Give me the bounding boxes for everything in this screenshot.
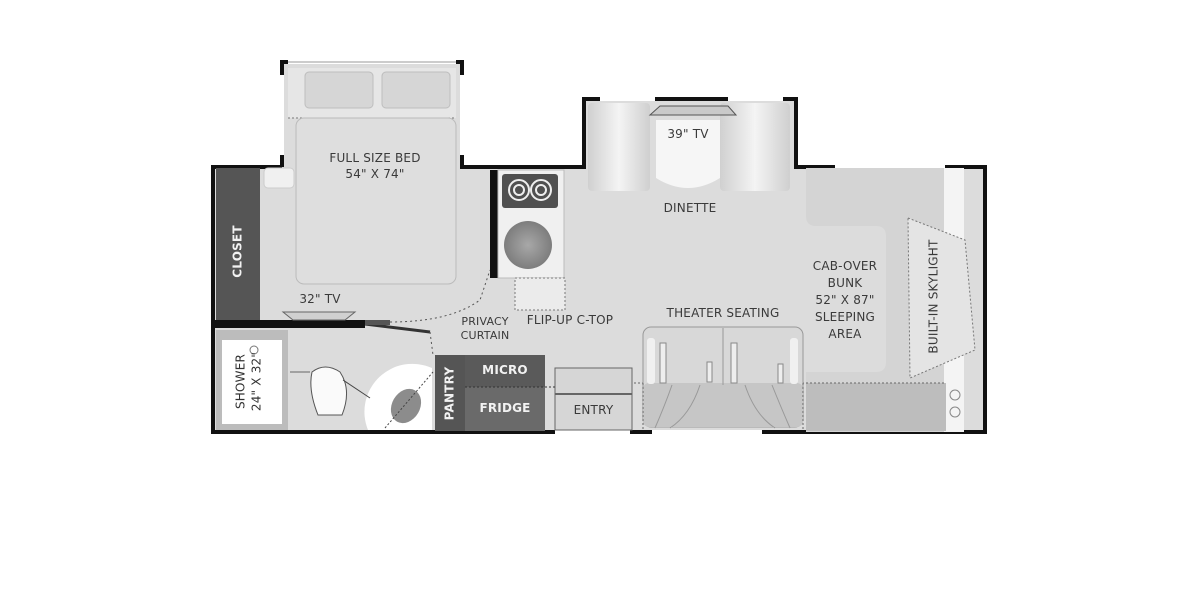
shower-label-2: 24" X 32" xyxy=(249,351,264,412)
bed-label: FULL SIZE BED xyxy=(329,151,421,165)
fridge-label: FRIDGE xyxy=(479,401,531,415)
cab-over-label-1: CAB-OVER xyxy=(812,259,878,273)
dinette-tv-label: 39" TV xyxy=(667,127,709,141)
bedroom-tv-label: 32" TV xyxy=(299,292,341,306)
dinette-label: DINETTE xyxy=(663,201,717,215)
microwave-label: MICRO xyxy=(482,363,528,377)
cab-over-label-3: 52" X 87" xyxy=(815,293,875,307)
closet-label: CLOSET xyxy=(230,225,245,278)
cab-over-label-2: BUNK xyxy=(827,276,863,290)
privacy-curtain-label-2: CURTAIN xyxy=(460,329,510,342)
flip-up-countertop-label: FLIP-UP C-TOP xyxy=(526,313,614,327)
cab-over-label-5: AREA xyxy=(828,327,862,341)
skylight-label: BUILT-IN SKYLIGHT xyxy=(926,239,941,354)
theater-seating-label: THEATER SEATING xyxy=(666,306,780,320)
pantry-label: PANTRY xyxy=(442,366,457,421)
shower-label-1: SHOWER xyxy=(233,353,248,410)
privacy-curtain-label-1: PRIVACY xyxy=(461,315,509,328)
cab-over-label-4: SLEEPING xyxy=(814,310,876,324)
entry-label: ENTRY xyxy=(573,403,614,417)
bed-size-label: 54" X 74" xyxy=(345,167,405,181)
